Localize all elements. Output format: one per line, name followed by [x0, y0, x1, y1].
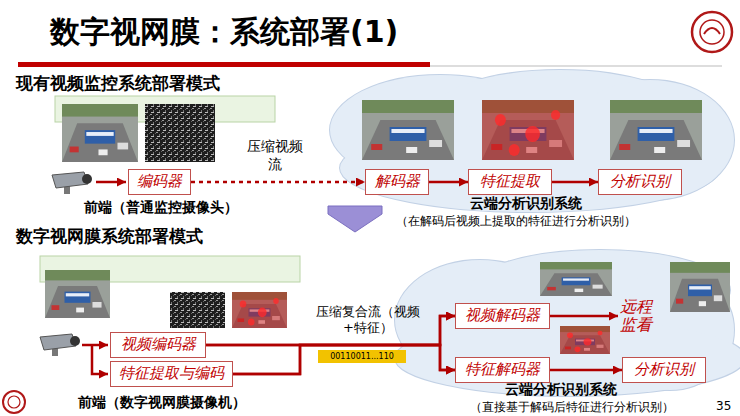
banner: [40, 256, 300, 282]
feature-image: [482, 100, 574, 160]
box-label: 分析识别: [607, 172, 673, 192]
flow-arrow: [206, 345, 455, 370]
note-text: （直接基于解码后特征进行分析识别）: [470, 399, 674, 416]
flow-arrow: [550, 315, 618, 318]
box-label: 特征提取: [477, 172, 543, 192]
arrow: [92, 345, 108, 374]
street-photo: [610, 100, 702, 160]
flow-arrow: [206, 316, 455, 345]
section-heading: 数字视网膜系统部署模式: [16, 225, 203, 248]
feature-image: [232, 292, 287, 328]
caption-text: 前端（数字视网膜摄像机）: [78, 394, 246, 412]
process-box: 编码器: [128, 169, 191, 195]
flow-arrow: [550, 369, 622, 372]
caption-text: 云端分析识别系统: [505, 381, 617, 399]
feature-image: [560, 326, 610, 354]
slide-title: 数字视网膜：系统部署(1): [50, 12, 398, 53]
process-box: 视频编码器: [110, 332, 206, 358]
process-box: 特征解码器: [455, 357, 550, 383]
flow-arrow: [233, 345, 455, 374]
flow-arrow: [552, 181, 598, 184]
arrow: [82, 344, 108, 347]
section-heading: 现有视频监控系统部署模式: [16, 72, 220, 95]
box-label: 视频解码器: [464, 306, 541, 326]
edge-label: 压缩复合流（视频+特征）: [314, 304, 422, 337]
university-logo: [3, 391, 25, 413]
noise-image: [145, 104, 215, 162]
camera-icon: [52, 172, 92, 194]
page-number: 35: [716, 399, 731, 413]
process-box: 解码器: [365, 169, 429, 195]
process-box: 视频解码器: [455, 303, 550, 329]
bitstream-label: 00110011...110: [318, 350, 406, 363]
process-box: 特征提取与编码: [110, 361, 233, 387]
caption-text: 前端（普通监控摄像头）: [84, 199, 238, 217]
callout-text: 远程监看: [618, 298, 655, 335]
cloud: [330, 70, 734, 212]
down-arrow: [328, 206, 382, 232]
flow-arrow: [191, 181, 365, 184]
process-box: 分析识别: [622, 357, 706, 383]
process-box: 分析识别: [598, 169, 682, 195]
cloud: [395, 250, 740, 396]
title-rule: [430, 66, 722, 67]
note-text: （在解码后视频上提取的特征进行分析识别）: [396, 213, 636, 230]
camera-icon: [40, 334, 80, 356]
box-label: 远程监看: [618, 298, 655, 335]
arrow: [96, 181, 126, 184]
street-photo: [62, 104, 138, 162]
box-label: 特征提取与编码: [119, 364, 224, 384]
flow-arrow: [429, 181, 468, 184]
caption-text: 云端分析识别系统: [470, 195, 582, 213]
banner: [55, 96, 275, 122]
street-photo: [45, 270, 110, 318]
street-photo: [670, 262, 730, 312]
title-bar: [18, 62, 430, 67]
box-label: 解码器: [374, 172, 420, 192]
process-box: 特征提取: [468, 169, 552, 195]
box-label: 分析识别: [631, 360, 697, 380]
noise-image: [170, 292, 225, 328]
box-label: 编码器: [137, 172, 182, 192]
box-label: 特征解码器: [464, 360, 541, 380]
box-label: 视频编码器: [119, 335, 197, 355]
university-logo: [692, 12, 732, 52]
street-photo: [362, 100, 454, 160]
edge-label: 压缩视频流: [244, 138, 306, 173]
street-photo: [540, 262, 612, 296]
